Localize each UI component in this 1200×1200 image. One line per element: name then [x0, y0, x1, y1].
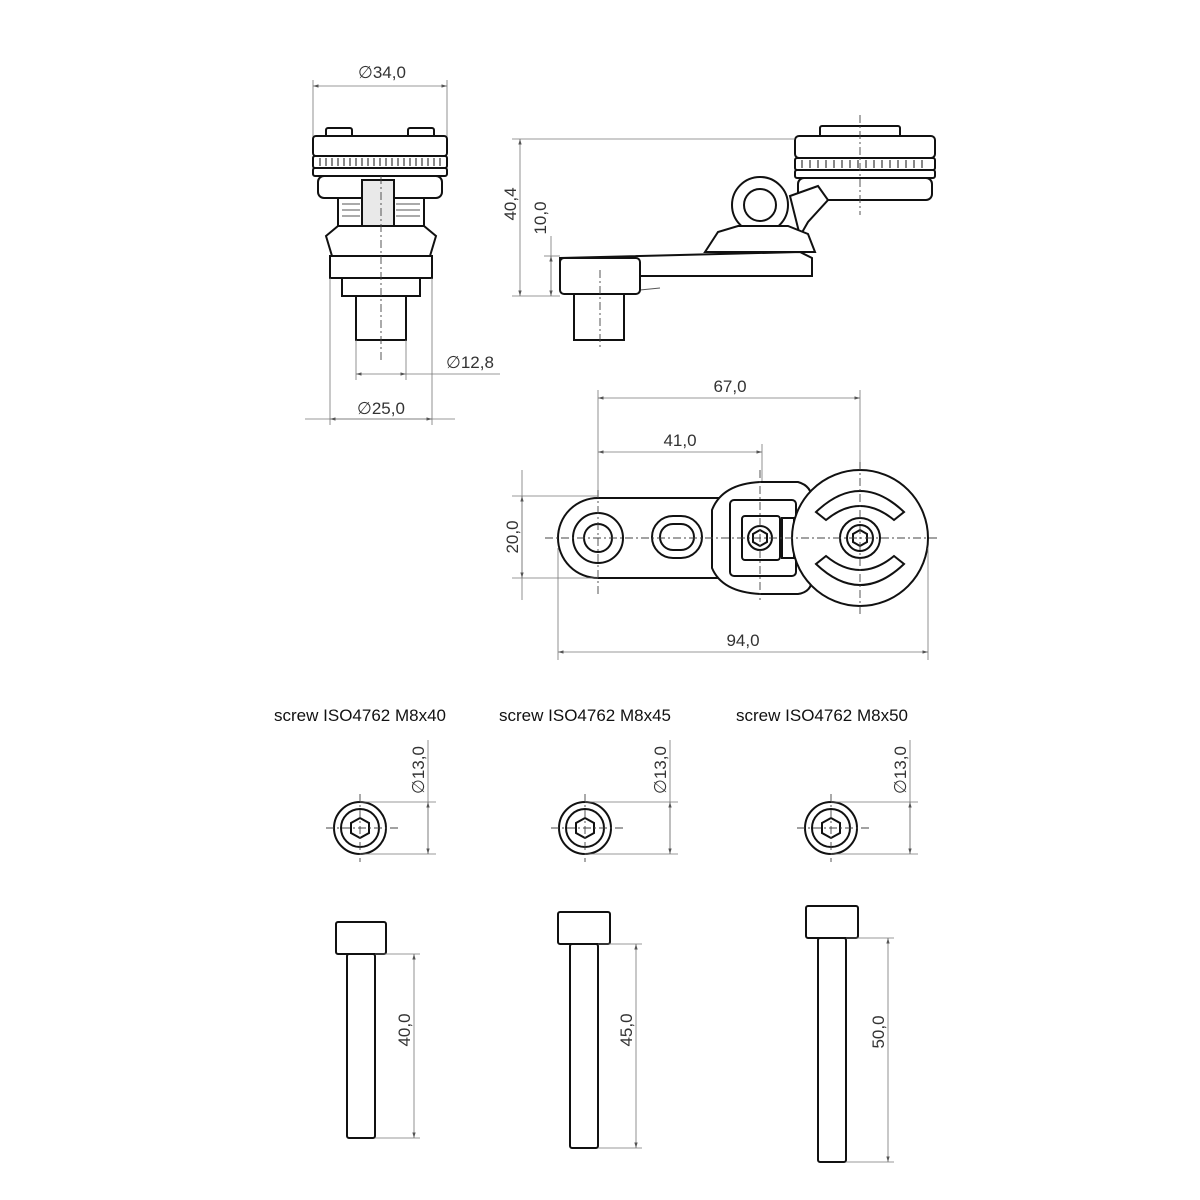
dim-top-length: 94,0 [726, 631, 759, 650]
screw-2-length: 45,0 [617, 1013, 636, 1046]
dim-front-top: ∅34,0 [358, 63, 406, 82]
screw-1-title: screw ISO4762 M8x40 [274, 706, 446, 725]
dim-side-total: 40,4 [501, 187, 520, 220]
dim-front-bottom: ∅25,0 [357, 399, 405, 418]
front-view: ∅34,0 [305, 63, 500, 425]
dim-top-41: 41,0 [663, 431, 696, 450]
dim-top-67: 67,0 [713, 377, 746, 396]
screw-1-length: 40,0 [395, 1013, 414, 1046]
dim-front-small: ∅12,8 [446, 353, 494, 372]
screw-1-head-dia: ∅13,0 [409, 746, 428, 794]
screw-3: screw ISO4762 M8x50 ∅13,0 50,0 [736, 706, 918, 1163]
side-view: 40,4 10,0 [501, 115, 936, 350]
screw-1: screw ISO4762 M8x40 ∅13,0 40,0 [274, 706, 446, 1139]
screw-2-head-dia: ∅13,0 [651, 746, 670, 794]
screw-3-title: screw ISO4762 M8x50 [736, 706, 908, 725]
dim-side-arm: 10,0 [531, 201, 550, 234]
screw-2-title: screw ISO4762 M8x45 [499, 706, 671, 725]
dim-top-width: 20,0 [503, 520, 522, 553]
top-view: 67,0 41,0 20,0 [503, 377, 940, 660]
front-teeth [319, 158, 441, 166]
screw-3-length: 50,0 [869, 1015, 888, 1048]
screw-2: screw ISO4762 M8x45 ∅13,0 45,0 [499, 706, 678, 1149]
screw-3-head-dia: ∅13,0 [891, 746, 910, 794]
